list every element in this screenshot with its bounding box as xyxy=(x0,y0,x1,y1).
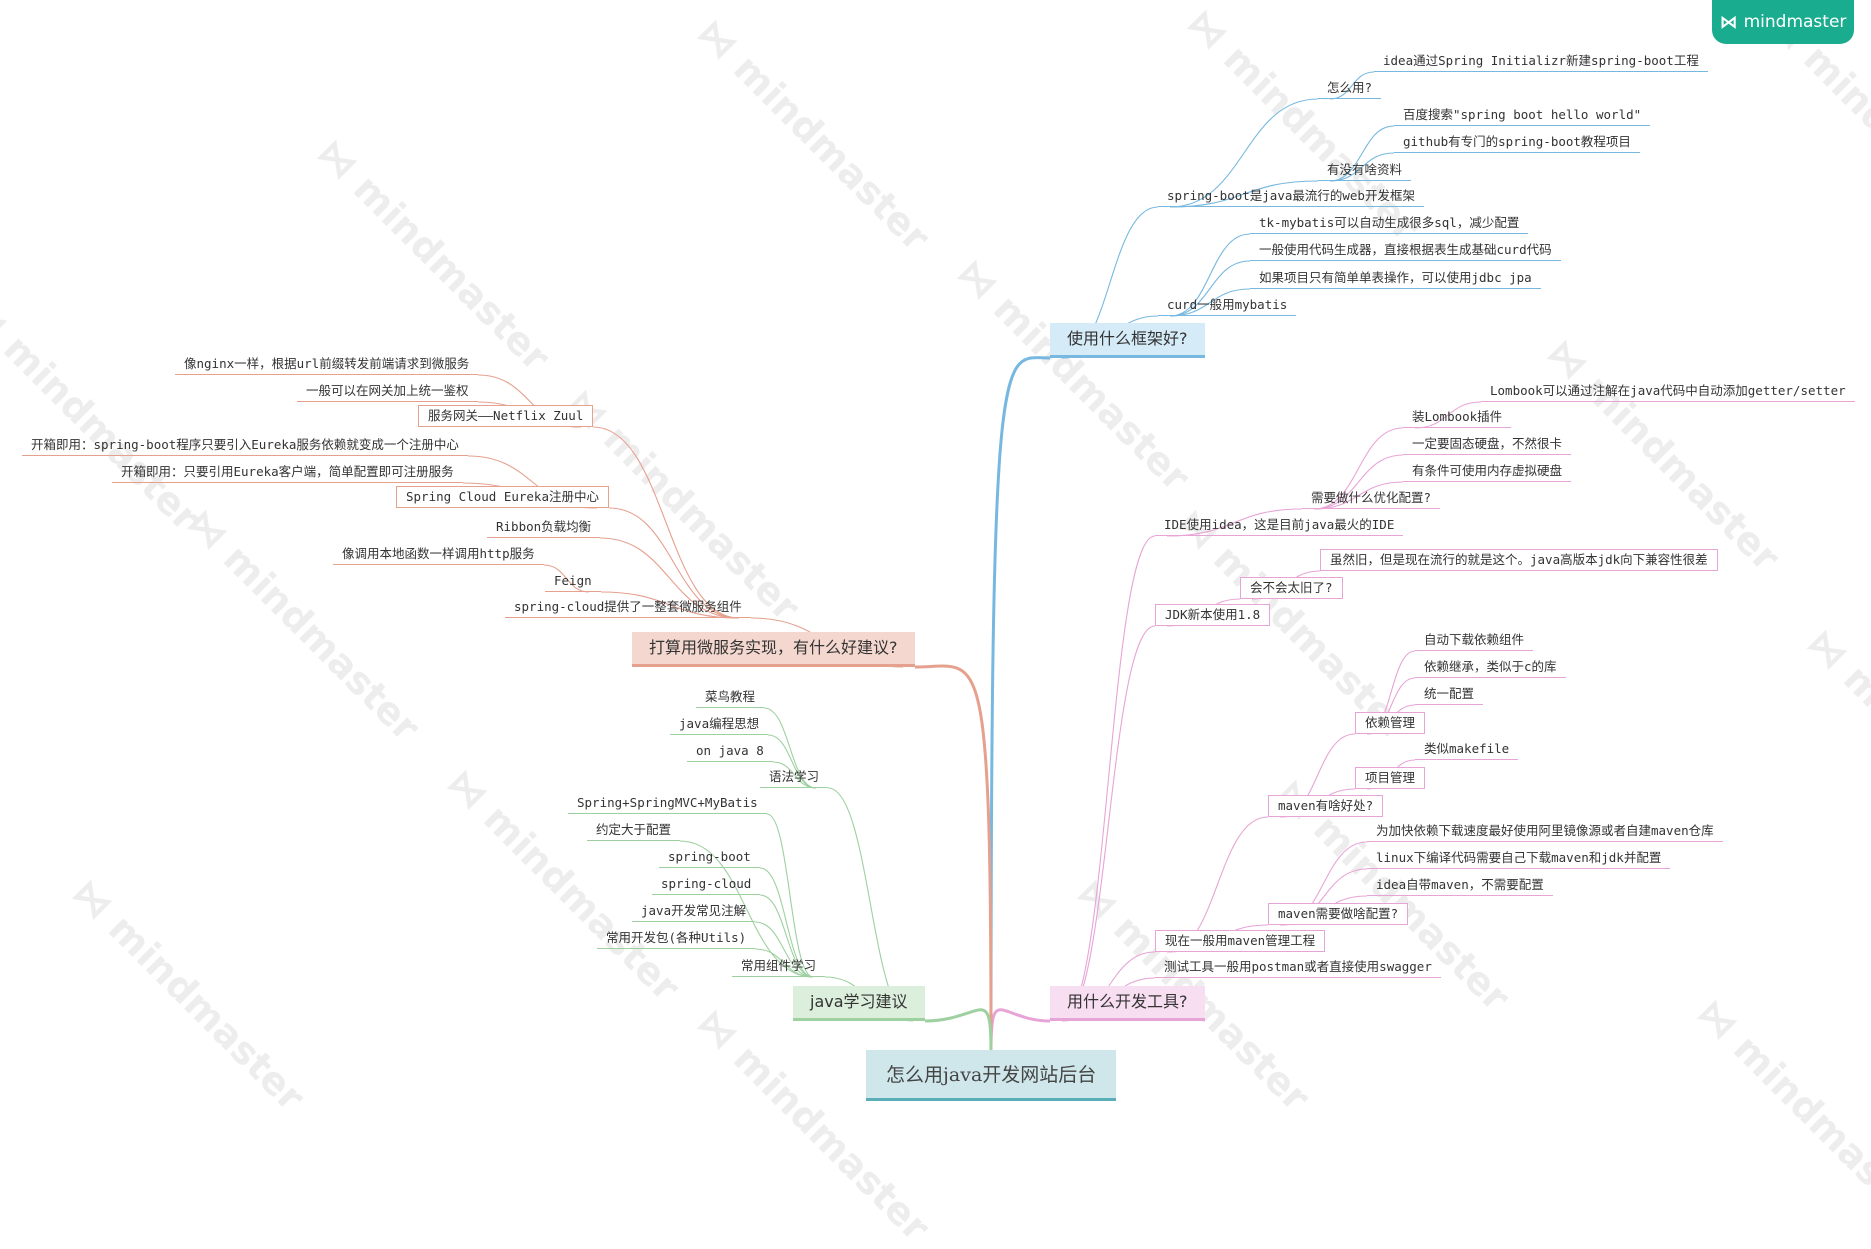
main-topic-frame[interactable]: 使用什么框架好? xyxy=(1050,323,1205,358)
logo-text: mindmaster xyxy=(1743,12,1847,32)
main-branch-line xyxy=(989,1008,1051,1053)
topic-comp1[interactable]: Spring+SpringMVC+MyBatis xyxy=(568,794,767,814)
connector-line xyxy=(1313,454,1404,510)
topic-syn3[interactable]: on java 8 xyxy=(687,742,773,762)
topic-zuul2[interactable]: 一般可以在网关加上统一鉴权 xyxy=(297,382,478,402)
topic-syn2[interactable]: java编程思想 xyxy=(670,715,769,735)
topic-zuul[interactable]: 服务网关——Netflix Zuul xyxy=(418,405,594,427)
connector-line xyxy=(599,537,740,619)
connector-line xyxy=(1329,125,1395,182)
topic-syn1[interactable]: 菜鸟教程 xyxy=(696,688,765,708)
topic-comp2[interactable]: 约定大于配置 xyxy=(587,821,681,841)
connector-lines xyxy=(462,71,1482,1053)
topic-curd2[interactable]: 一般使用代码生成器，直接根据表生成基础curd代码 xyxy=(1250,241,1561,261)
topic-curd3[interactable]: 如果项目只有简单单表操作，可以使用jdbc jpa xyxy=(1250,269,1541,289)
topic-ribbon[interactable]: Ribbon负载均衡 xyxy=(487,518,601,538)
connector-line xyxy=(763,707,817,789)
topic-dep3[interactable]: 统一配置 xyxy=(1415,685,1484,705)
topic-jdk[interactable]: JDK新本使用1.8 xyxy=(1155,604,1271,626)
connector-line xyxy=(608,507,740,619)
main-topic-java[interactable]: java学习建议 xyxy=(793,986,925,1021)
topic-lombok1[interactable]: Lombook可以通过注解在java代码中自动添加getter/setter xyxy=(1481,382,1855,402)
topic-how[interactable]: 怎么用? xyxy=(1318,79,1382,99)
topic-comp6[interactable]: 常用开发包(各种Utils) xyxy=(597,929,756,949)
main-topic-tools[interactable]: 用什么开发工具? xyxy=(1050,986,1205,1021)
topic-how1[interactable]: idea通过Spring Initializr新建spring-boot工程 xyxy=(1374,52,1708,72)
topic-lombok[interactable]: 装Lombook插件 xyxy=(1403,408,1512,428)
topic-mgood[interactable]: maven有啥好处? xyxy=(1268,795,1384,817)
topic-eureka2[interactable]: 开箱即用：只要引用Eureka客户端，简单配置即可注册服务 xyxy=(112,463,463,483)
connector-line xyxy=(1061,535,1156,1022)
topic-res[interactable]: 有没有啥资料 xyxy=(1318,161,1412,181)
topic-curd[interactable]: curd一般用mybatis xyxy=(1158,296,1297,316)
topic-ide[interactable]: IDE使用idea，这是目前java最火的IDE xyxy=(1155,516,1404,536)
topic-comp[interactable]: 常用组件学习 xyxy=(732,957,826,977)
topic-mcfg1[interactable]: 为加快依赖下载速度最好使用阿里镜像源或者自建maven仓库 xyxy=(1367,822,1723,842)
topic-test[interactable]: 测试工具一般用postman或者直接使用swagger xyxy=(1155,958,1441,978)
main-branch-line xyxy=(914,664,993,1053)
topic-eureka1[interactable]: 开箱即用：spring-boot程序只要引入Eureka服务依赖就变成一个注册中… xyxy=(22,436,468,456)
topic-eureka[interactable]: Spring Cloud Eureka注册中心 xyxy=(396,486,609,508)
topic-maven[interactable]: 现在一般用maven管理工程 xyxy=(1155,930,1326,952)
topic-mcfg2[interactable]: linux下编译代码需要自己下载maven和jdk并配置 xyxy=(1367,849,1671,869)
connector-line xyxy=(759,894,814,978)
topic-old[interactable]: 会不会太旧了? xyxy=(1240,577,1343,599)
topic-proj1[interactable]: 类似makefile xyxy=(1415,740,1519,760)
topic-res1[interactable]: 百度搜索"spring boot hello world" xyxy=(1394,106,1651,126)
topic-sb[interactable]: spring-boot是java最流行的web开发框架 xyxy=(1158,187,1424,207)
topic-res2[interactable]: github有专门的spring-boot教程项目 xyxy=(1394,133,1640,153)
topic-sc[interactable]: spring-cloud提供了一整套微服务组件 xyxy=(505,598,751,618)
topic-zuul1[interactable]: 像nginx一样，根据url前缀转发前端请求到微服务 xyxy=(175,355,479,375)
mindmaster-logo[interactable]: ⋈ mindmaster xyxy=(1712,0,1854,44)
topic-dep2[interactable]: 依赖继承，类似于c的库 xyxy=(1415,658,1566,678)
connector-line xyxy=(1061,625,1156,1022)
connector-line xyxy=(1313,427,1404,510)
main-branch-line xyxy=(989,356,1051,1053)
topic-ram[interactable]: 有条件可使用内存虚拟硬盘 xyxy=(1403,462,1572,482)
topic-comp5[interactable]: java开发常见注解 xyxy=(632,902,756,922)
topic-mcfg[interactable]: maven需要做啥配置? xyxy=(1268,903,1409,925)
connector-line xyxy=(1169,233,1251,317)
topic-comp3[interactable]: spring-boot xyxy=(659,848,760,868)
topic-opt[interactable]: 需要做什么优化配置? xyxy=(1302,489,1441,509)
topic-syntax[interactable]: 语法学习 xyxy=(760,768,829,788)
connector-line xyxy=(592,426,740,619)
topic-ssd[interactable]: 一定要固态硬盘，不然很卡 xyxy=(1403,435,1572,455)
connector-line xyxy=(1166,508,1303,537)
connector-line xyxy=(1169,98,1319,208)
topic-mcfg3[interactable]: idea自带maven，不需要配置 xyxy=(1367,876,1553,896)
topic-comp4[interactable]: spring-cloud xyxy=(652,875,761,895)
connector-line xyxy=(1169,180,1319,208)
topic-curd1[interactable]: tk-mybatis可以自动生成很多sql，减少配置 xyxy=(1250,214,1529,234)
topic-dep[interactable]: 依赖管理 xyxy=(1355,712,1426,734)
topic-dep1[interactable]: 自动下载依赖组件 xyxy=(1415,631,1534,651)
connector-line xyxy=(766,813,814,978)
main-topic-micro[interactable]: 打算用微服务实现，有什么好建议? xyxy=(632,632,915,667)
topic-old1[interactable]: 虽然旧，但是现在流行的就是这个。java高版本jdk向下兼容性很差 xyxy=(1320,549,1718,571)
connector-line xyxy=(754,921,814,978)
topic-feign1[interactable]: 像调用本地函数一样调用http服务 xyxy=(333,545,544,565)
connector-line xyxy=(759,867,814,978)
connector-line xyxy=(600,591,740,619)
topic-proj[interactable]: 项目管理 xyxy=(1355,767,1426,789)
main-branch-line xyxy=(924,1008,993,1053)
mindmaster-logo-icon: ⋈ xyxy=(1719,11,1738,33)
topic-feign[interactable]: Feign xyxy=(545,572,601,592)
central-topic[interactable]: 怎么用java开发网站后台 xyxy=(866,1050,1117,1101)
connector-line xyxy=(1169,260,1251,317)
connector-line xyxy=(767,734,817,789)
connector-line xyxy=(679,840,814,978)
